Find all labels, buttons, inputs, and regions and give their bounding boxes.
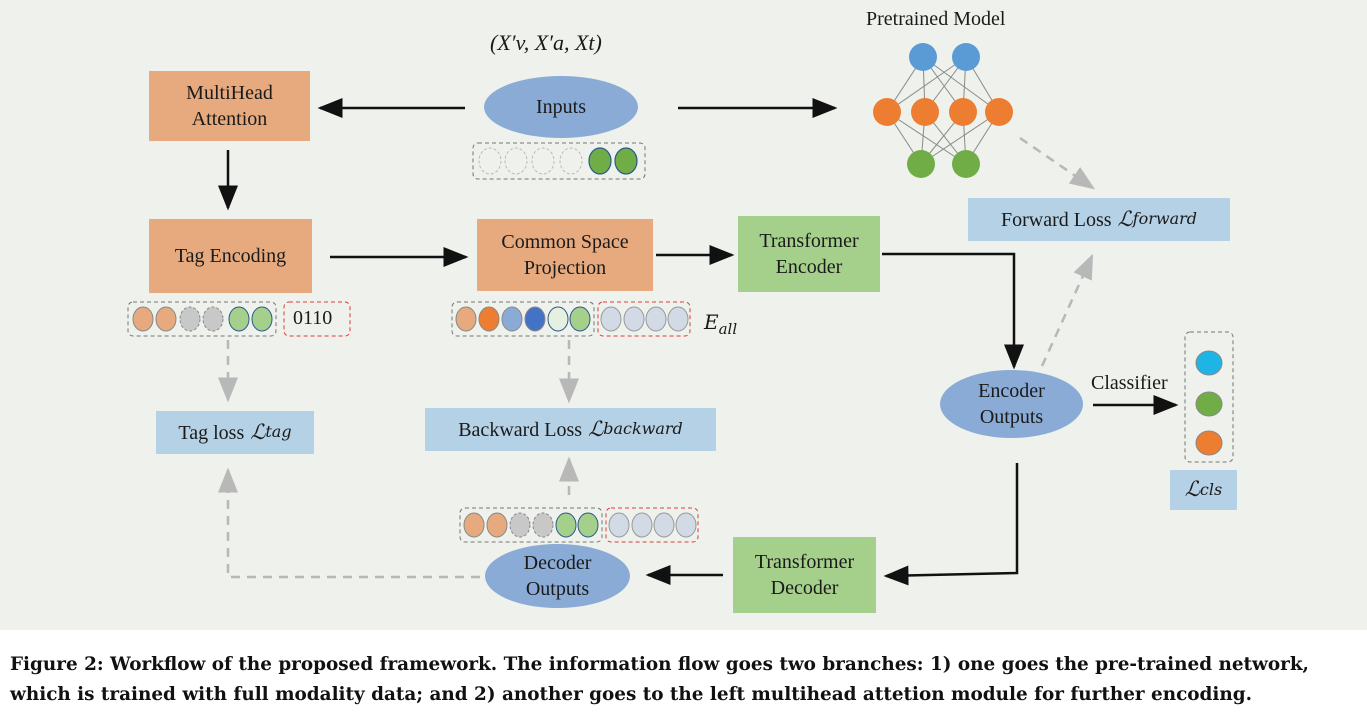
forward-loss-subscript: forward bbox=[1132, 209, 1197, 229]
arrow-outputs-to-decoder bbox=[883, 463, 1019, 586]
multihead-attention-node: MultiHead Attention bbox=[149, 71, 310, 141]
diagram-canvas: (X′v, X′a, Xt) Inputs MultiHead Attentio… bbox=[0, 0, 1367, 630]
tag-loss-label: Tag loss bbox=[178, 421, 245, 444]
e-all-subscript: all bbox=[718, 320, 738, 338]
pretrained-model-label: Pretrained Model bbox=[866, 8, 1006, 30]
cls-loss-symbol: ℒ bbox=[1184, 477, 1200, 502]
pretrained-network-icon bbox=[873, 43, 1013, 178]
cls-loss-subscript: cls bbox=[1199, 479, 1223, 499]
common-space-projection-node: Common Space Projection bbox=[477, 219, 653, 291]
tag-token-strip bbox=[127, 301, 351, 337]
inputs-formula: (X′v, X′a, Xt) bbox=[490, 30, 602, 55]
tag-code-0110: 0110 bbox=[293, 307, 333, 329]
arrow-encoder-to-outputs bbox=[882, 252, 1024, 370]
inputs-token-strip bbox=[472, 142, 646, 180]
transformer-encoder-node: Transformer Encoder bbox=[738, 216, 880, 292]
tag-loss-subscript: tag bbox=[265, 422, 292, 442]
backward-loss-label: Backward Loss bbox=[458, 418, 583, 441]
common-token-strip bbox=[451, 301, 691, 337]
tag-loss-symbol: ℒ bbox=[250, 419, 266, 444]
e-all-symbol: E bbox=[704, 310, 719, 334]
figure-caption: Figure 2: Workflow of the proposed frame… bbox=[10, 654, 1309, 705]
backward-loss-subscript: backward bbox=[603, 419, 683, 439]
transformer-decoder-node: Transformer Decoder bbox=[733, 537, 876, 613]
classifier-output-column bbox=[1184, 331, 1234, 463]
forward-loss-symbol: ℒ bbox=[1117, 206, 1133, 231]
decoder-token-strip bbox=[459, 507, 699, 543]
dashed-arrow-decoder-to-tagloss bbox=[218, 467, 480, 579]
dashed-arrow-outputs-to-forward bbox=[1040, 253, 1094, 367]
tag-encoding-node: Tag Encoding bbox=[149, 219, 312, 293]
e-all-label: Eall bbox=[704, 310, 737, 338]
encoder-outputs-node: Encoder Outputs bbox=[940, 370, 1083, 438]
backward-loss-symbol: ℒ bbox=[588, 416, 604, 441]
decoder-outputs-node: Decoder Outputs bbox=[485, 544, 630, 608]
classifier-label: Classifier bbox=[1091, 372, 1168, 394]
forward-loss-label: Forward Loss bbox=[1001, 208, 1112, 231]
inputs-node: Inputs bbox=[484, 76, 638, 138]
connectors-layer bbox=[127, 43, 1234, 586]
dashed-arrow-pretrained-to-forward bbox=[1019, 136, 1096, 190]
